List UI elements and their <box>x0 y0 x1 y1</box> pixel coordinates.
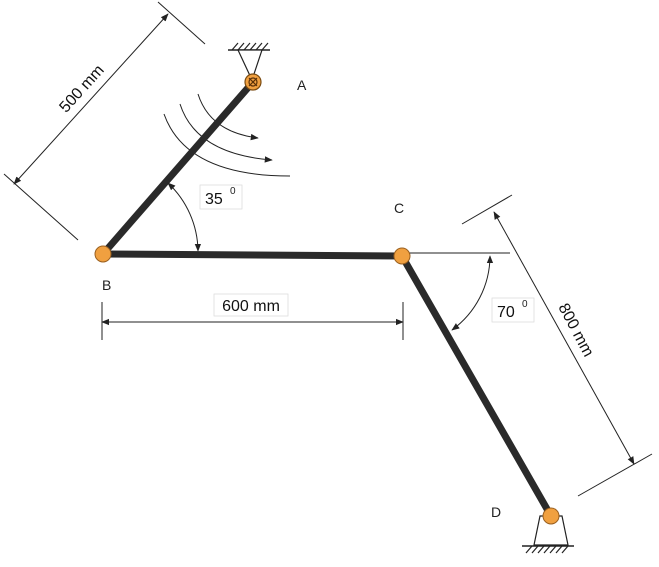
dimension-cd <box>461 194 653 497</box>
angle-degree-b: 0 <box>230 186 236 197</box>
point-label-b: B <box>102 277 111 293</box>
angle-arc-b <box>167 182 202 252</box>
angle-degree-c: 0 <box>522 299 528 310</box>
joint-d <box>542 507 560 525</box>
point-label-c: C <box>394 200 404 216</box>
angle-label-c: 70 <box>497 304 515 321</box>
point-label-a: A <box>297 77 307 93</box>
dimension-bc <box>101 302 404 340</box>
dimension-label-bc: 600 mm <box>222 298 280 315</box>
angle-label-b: 35 <box>205 191 223 208</box>
dimension-label-cd: 800 mm <box>554 301 596 360</box>
ground-support-a <box>228 42 270 82</box>
point-label-d: D <box>491 504 501 520</box>
link-ab <box>99 78 257 258</box>
joint-c <box>393 247 411 265</box>
dimension-ab <box>3 1 206 241</box>
link-cd <box>398 252 555 520</box>
link-bc <box>99 250 406 260</box>
ground-support-d <box>522 515 574 554</box>
angle-label-b-box <box>199 184 243 210</box>
dimension-label-bc-box <box>213 293 289 317</box>
angle-label-c-box <box>491 297 535 323</box>
angle-arc-c <box>451 255 494 331</box>
joint-b <box>94 245 112 263</box>
joint-a <box>244 73 262 91</box>
links <box>99 78 555 520</box>
